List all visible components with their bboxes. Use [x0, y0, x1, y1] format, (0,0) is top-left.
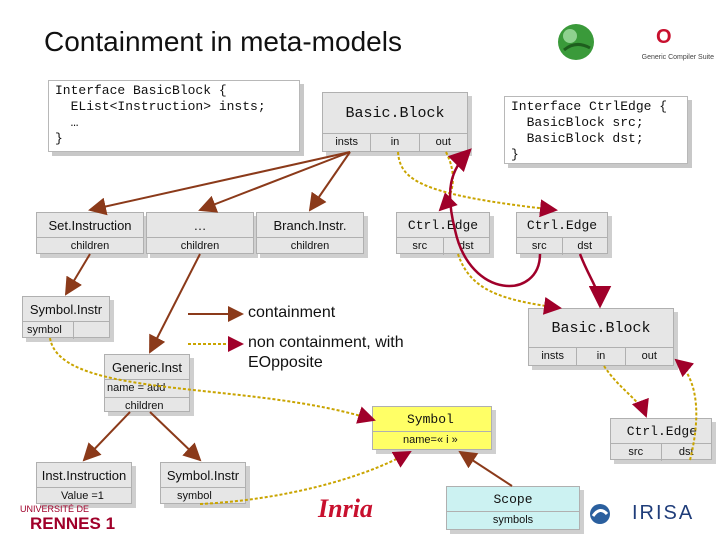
arrow-symbol2-symbol: [199, 451, 412, 505]
node-title: Basic.Block: [551, 319, 651, 337]
field-out: out: [624, 348, 673, 365]
field-dst: dst: [660, 444, 712, 461]
field-dst: dst: [442, 238, 490, 255]
arrow-insts-branchinstr: [308, 151, 351, 212]
inria-logo: Inria: [318, 494, 373, 523]
field-in: in: [576, 348, 624, 365]
node-ellipsis: … children: [146, 212, 254, 254]
node-title: Scope: [493, 491, 533, 507]
field-dst: dst: [561, 238, 608, 255]
field-src: src: [628, 446, 644, 458]
arrow-children-genericinst: [149, 253, 201, 354]
arrow-insts-ellipsis: [198, 151, 351, 213]
node-instinstruction: Inst.Instruction Value =1: [36, 462, 132, 504]
field-name: name=« i »: [403, 434, 458, 446]
node-title: Symbol: [407, 411, 454, 427]
arrow-in-ctrledge3: [603, 365, 649, 418]
legend-lines: [188, 306, 244, 352]
arrow-children-symbolinstr: [64, 253, 91, 296]
node-symbolinstr-1: Symbol.Instr symbol: [22, 296, 110, 339]
field-value: Value =1: [61, 490, 104, 502]
node-title: Branch.Instr.: [273, 217, 347, 233]
irisa-text: IRISA: [632, 502, 695, 524]
field-in: in: [370, 134, 418, 151]
field-insts: insts: [541, 350, 564, 362]
arrow-insts-setinstruction: [88, 151, 351, 216]
gcs-logo: O Generic Compiler Suite: [556, 20, 716, 72]
ctrledge-interface-code: Interface CtrlEdge { BasicBlock src; Bas…: [504, 96, 688, 164]
node-title: Basic.Block: [345, 104, 445, 122]
node-setinstruction: Set.Instruction children: [36, 212, 144, 254]
arrow-children-instinstruction: [82, 411, 131, 462]
field-children: children: [70, 240, 110, 252]
irisa-emblem-icon: [590, 504, 610, 524]
field-src: src: [412, 240, 428, 252]
node-branchinstr: Branch.Instr. children: [256, 212, 364, 254]
field-symbol: symbol: [177, 490, 212, 502]
node-ctrledge-2: Ctrl.Edge src dst: [516, 212, 608, 255]
arrow-symbol-symbolinstr: [49, 337, 376, 424]
node-title: Ctrl.Edge: [626, 423, 697, 439]
basicblock-interface-code: Interface BasicBlock { EList<Instruction…: [48, 80, 300, 152]
arrow-dst-basicblock-right: [578, 253, 612, 309]
node-title: Symbol.Instr: [29, 301, 103, 317]
node-scope: Scope symbols: [446, 486, 580, 530]
universite-text: UNIVERSITÉ DE: [20, 504, 90, 514]
arrow-symbols-symbol: [458, 450, 513, 487]
legend-containment: containment: [248, 304, 336, 321]
arrow-ctrledge3-basicblock: [674, 358, 698, 461]
field-out: out: [418, 134, 467, 151]
globe-logo-icon: [558, 24, 594, 60]
arrow-in-ctrledge: [397, 151, 558, 218]
field-symbol: symbol: [23, 322, 74, 339]
slide-title: Containment in meta-models: [44, 26, 402, 57]
node-symbol: Symbol name=« i »: [372, 406, 492, 450]
arrow-dst-basicblock: [457, 253, 562, 315]
arrow-out-ctrledge: [438, 151, 458, 212]
gcs-o-letter: O: [656, 26, 672, 48]
irisa-logo: IRISA: [588, 500, 714, 530]
arrow-children-symbolinstr2: [149, 411, 202, 462]
field-children: children: [125, 400, 164, 412]
field-symbols: symbols: [492, 514, 534, 526]
field-src: src: [531, 240, 547, 252]
legend-noncontainment: non containment, with EOpposite: [248, 334, 404, 371]
node-title: Inst.Instruction: [41, 467, 127, 483]
arrow-src-basicblock-top: [447, 148, 542, 288]
gcs-text: Generic Compiler Suite: [641, 54, 714, 61]
node-title: …: [193, 217, 207, 233]
node-title: Symbol.Instr: [166, 467, 240, 483]
node-symbolinstr-2: Symbol.Instr symbol: [160, 462, 246, 504]
node-ctrledge-1: Ctrl.Edge src dst: [396, 212, 490, 255]
node-title: Generic.Inst: [111, 359, 183, 375]
universite-logo: UNIVERSITÉ DE RENNES 1: [20, 504, 130, 536]
node-genericinst: Generic.Inst name = add children: [104, 354, 190, 412]
rennes-text: RENNES 1: [30, 514, 116, 533]
node-title: Set.Instruction: [48, 217, 132, 233]
node-title: Ctrl.Edge: [407, 217, 479, 233]
field-children: children: [290, 240, 330, 252]
node-title: Ctrl.Edge: [526, 217, 598, 233]
field-insts: insts: [335, 136, 358, 148]
field-children: children: [180, 240, 220, 252]
